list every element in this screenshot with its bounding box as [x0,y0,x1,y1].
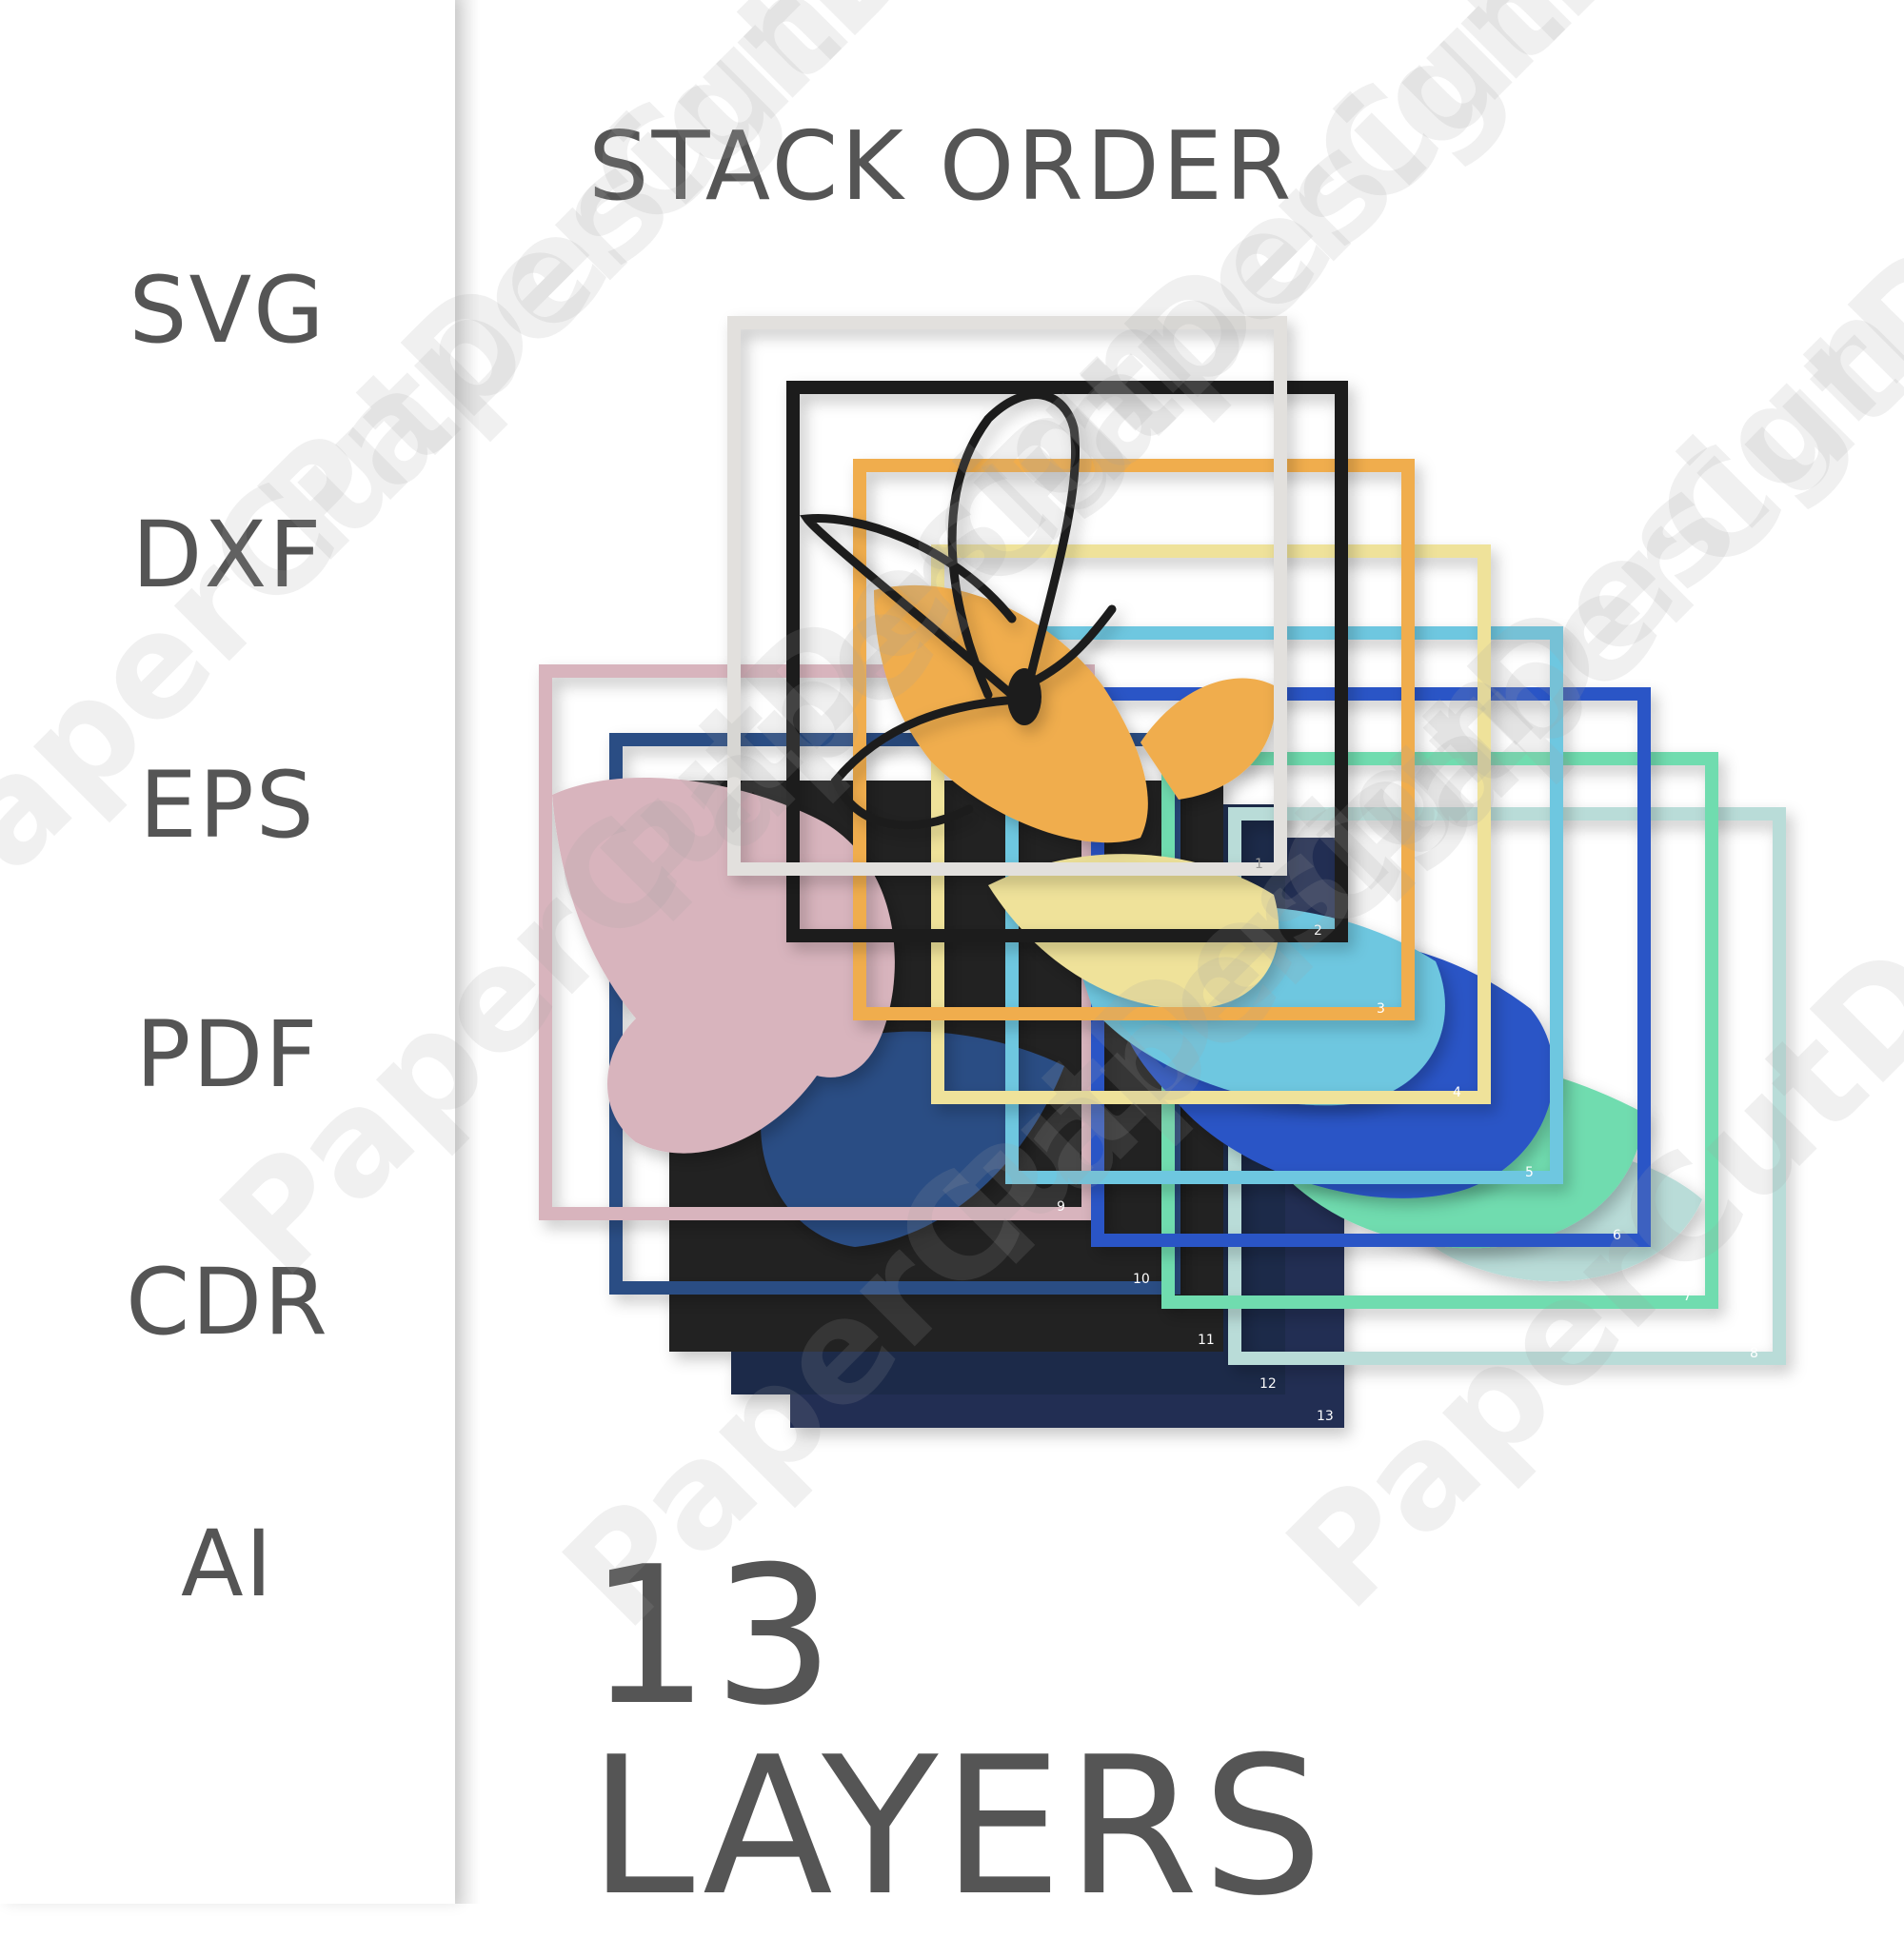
layer-1-number: 1 [1255,857,1263,872]
layer-2-number: 2 [1314,923,1322,939]
layer-3-number: 3 [1377,1001,1385,1017]
page-title: STACK ORDER [588,110,1295,222]
layer-7-number: 7 [1683,1289,1692,1304]
stack-order-panel: STACK ORDER 13 12 11 10 9 [455,0,1904,1923]
layer-13-number: 13 [1317,1409,1334,1424]
format-pdf: PDF [135,1001,320,1108]
format-eps: EPS [139,752,316,859]
layer-stack-illustration: 13 12 11 10 9 8 7 6 [539,316,1786,1428]
layer-8-number: 8 [1750,1346,1758,1361]
layer-count-label: 13 LAYERS [588,1526,1327,1938]
layer-12-number: 12 [1259,1376,1277,1392]
layer-6-number: 6 [1613,1228,1621,1243]
format-ai: AI [181,1511,274,1617]
format-svg: SVG [129,257,327,364]
layer-2-butterfly-body [1007,668,1041,725]
layer-11-number: 11 [1198,1333,1215,1348]
file-formats-sidebar: SVG DXF EPS PDF CDR AI [0,0,480,1904]
layer-9-number: 9 [1057,1199,1065,1215]
format-dxf: DXF [131,502,324,608]
layer-4-number: 4 [1453,1085,1461,1100]
layer-10-number: 10 [1133,1272,1150,1287]
layer-5-number: 5 [1525,1165,1534,1180]
layer-10-butterfly-wing [761,1031,1064,1247]
layer-2-butterfly-outline [800,390,1117,830]
format-cdr: CDR [126,1249,329,1355]
